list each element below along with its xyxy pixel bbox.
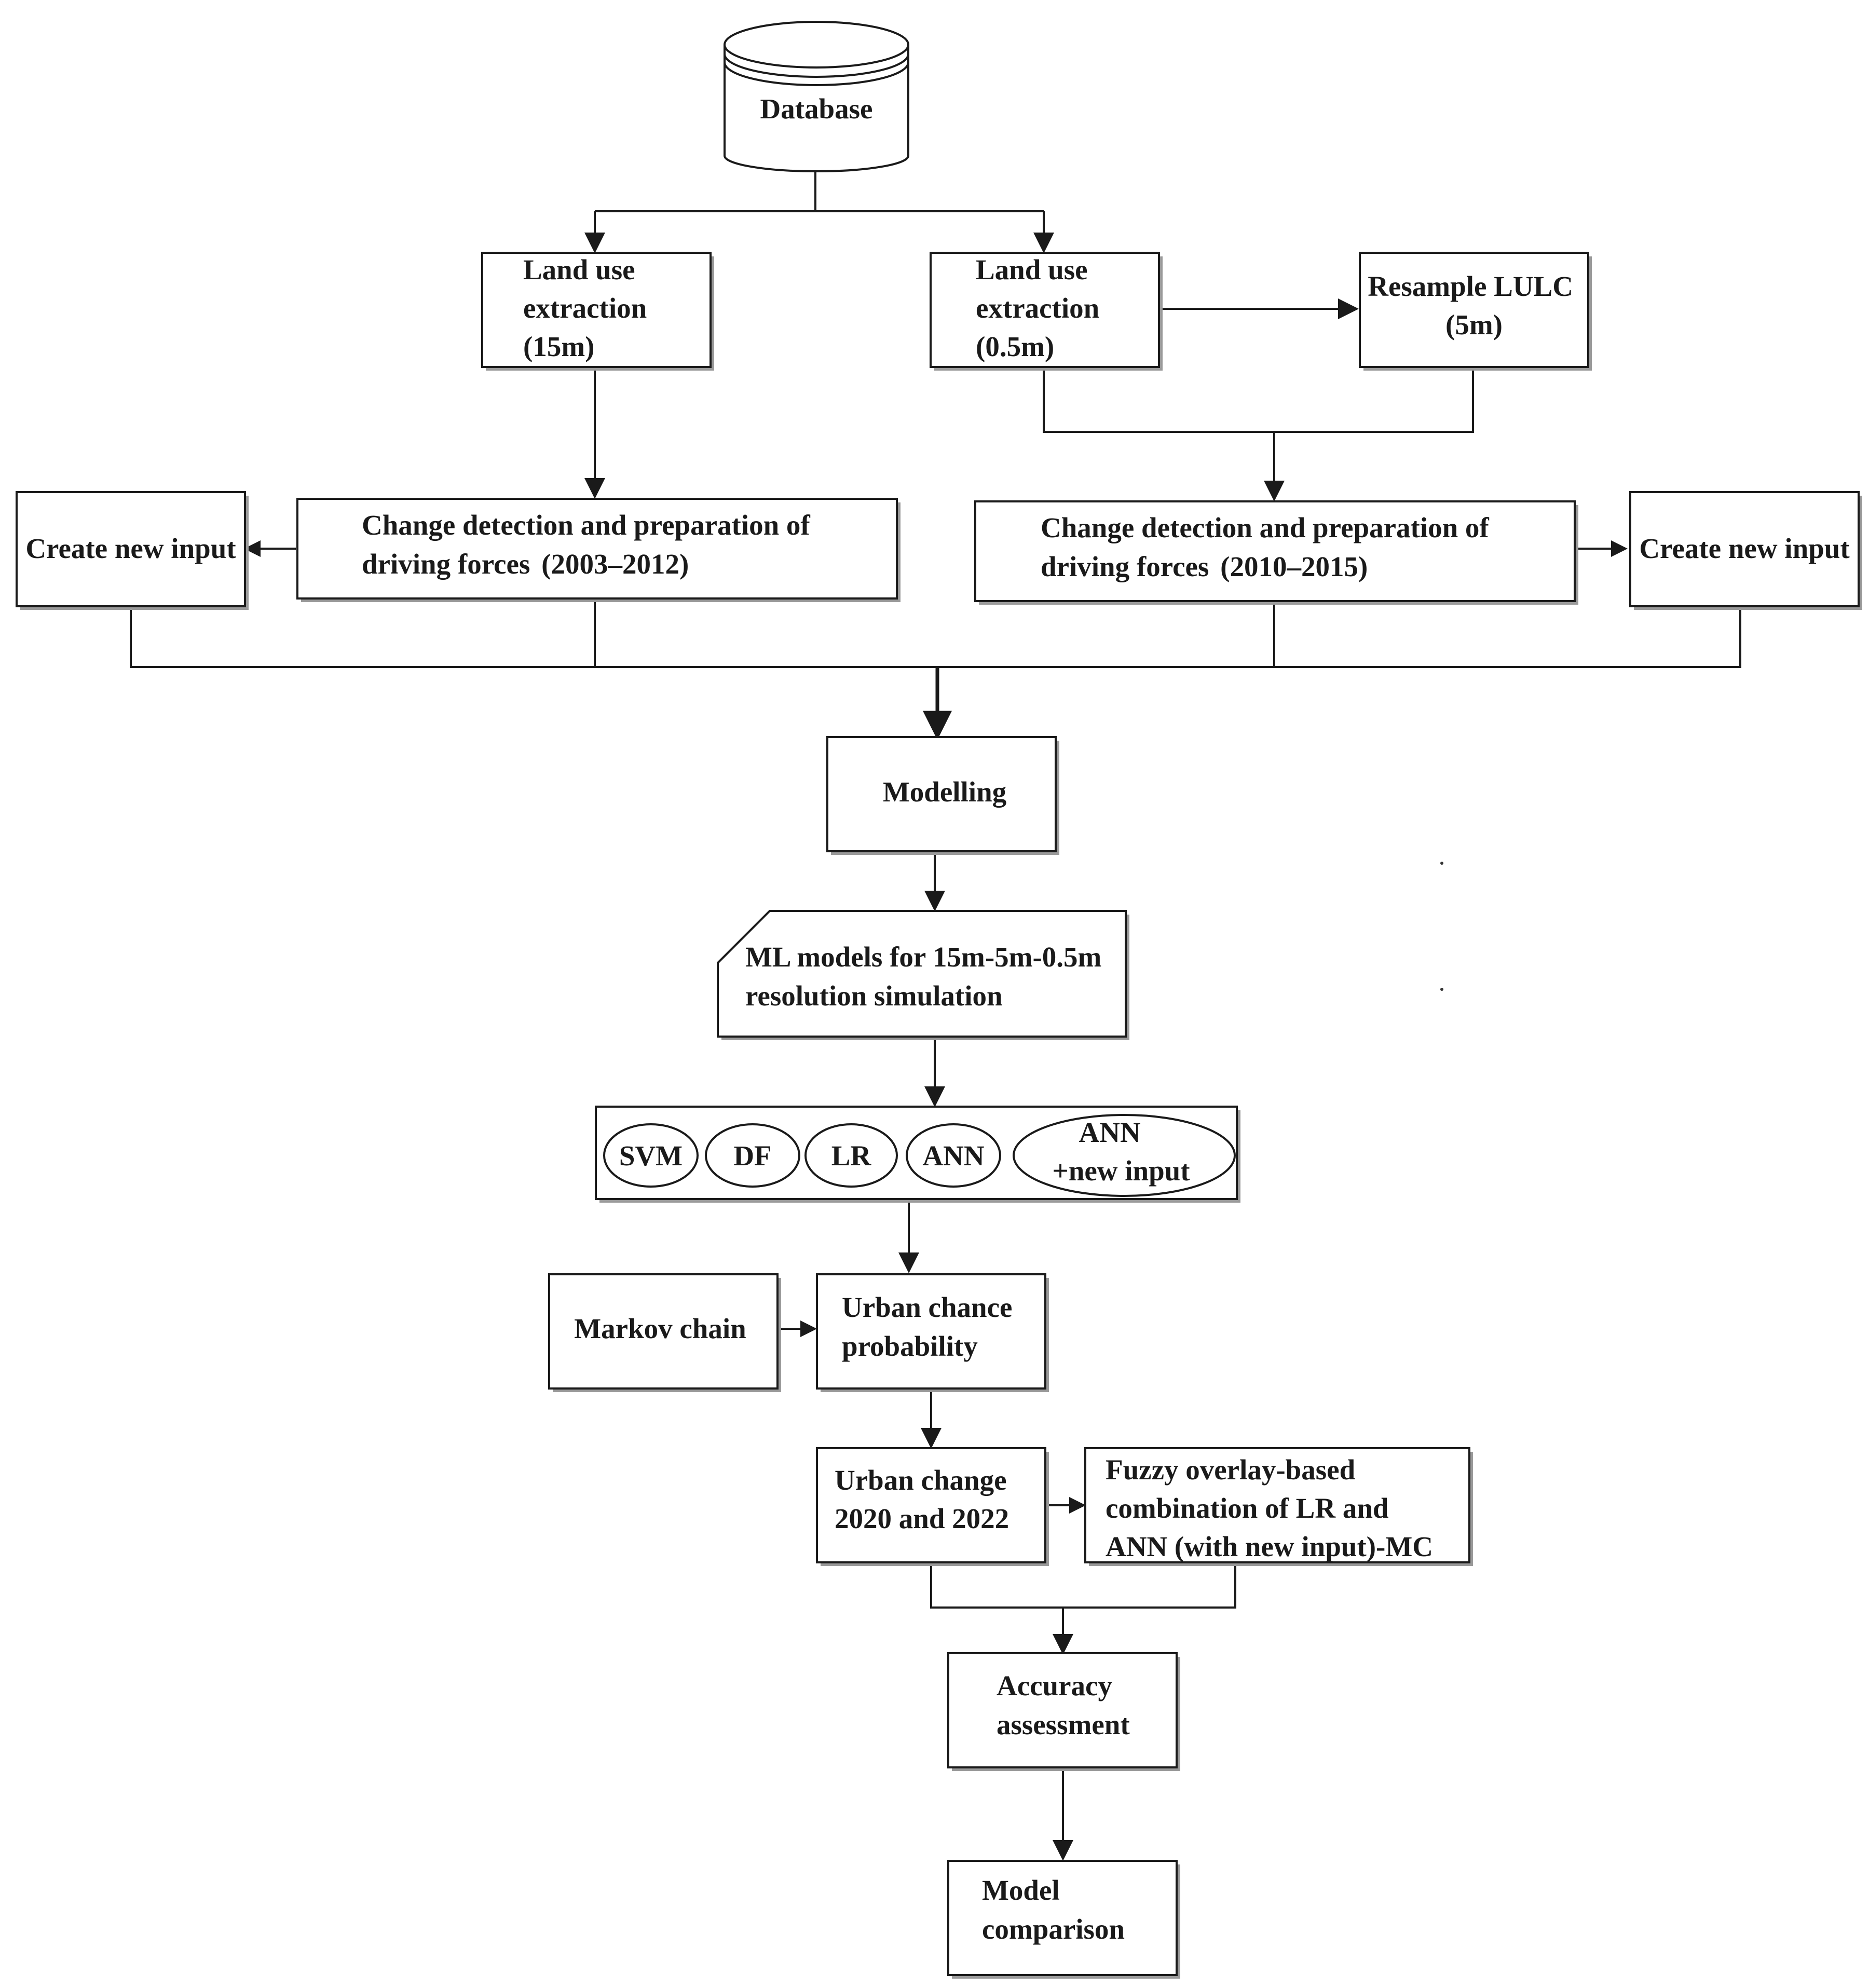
markov-label: Markov chain: [574, 1313, 746, 1344]
svg-text:Change detection and preparati: Change detection and preparation of driv…: [362, 509, 817, 580]
svm-label: SVM: [619, 1140, 683, 1172]
modelling-node: Modelling: [826, 736, 1059, 855]
comparison-line-2: comparison: [982, 1913, 1125, 1945]
urban-change-line-2: 2020 and 2022: [835, 1503, 1009, 1534]
fuzzy-node: Fuzzy overlay-based combination of LR an…: [1084, 1447, 1473, 1566]
connectors: [130, 169, 1741, 1861]
urban-prob-node: Urban chance probability: [816, 1273, 1049, 1392]
landuse-15m-line-1: Land use: [523, 254, 635, 285]
accuracy-node: Accuracy assessment: [947, 1652, 1180, 1771]
svg-text:Change detection and preparati: Change detection and preparation of driv…: [1041, 512, 1496, 582]
landuse-05m-line-2: extraction: [976, 292, 1099, 324]
modelling-label: Modelling: [883, 776, 1006, 808]
markov-node: Markov chain: [548, 1273, 781, 1392]
ml-models-node: ML models for 15m-5m-0.5m resolution sim…: [717, 910, 1129, 1040]
create-input-left-label: Create new input: [25, 533, 236, 564]
fuzzy-line-2: combination of LR and: [1106, 1492, 1389, 1524]
bottom-merge-connector: [130, 598, 1741, 668]
svg-text:Model comparison: Model comparison: [982, 1874, 1125, 1945]
stray-dot: [1440, 862, 1443, 865]
comparison-node: Model comparison: [947, 1860, 1180, 1979]
comparison-line-1: Model: [982, 1874, 1060, 1906]
change-left-line-2: driving forces: [362, 548, 530, 580]
ann-label: ANN: [922, 1140, 984, 1172]
landuse-15m-node: Land use extraction (15m): [481, 252, 714, 371]
database-node: Database: [724, 21, 909, 172]
stray-dot: [1440, 988, 1443, 991]
svg-text:ML models for 15m-5m-0.5m: ML models for 15m-5m-0.5m resolution sim…: [745, 941, 1109, 1012]
change-right-node: Change detection and preparation of driv…: [974, 500, 1578, 605]
landuse-05m-line-3: (0.5m): [976, 331, 1054, 362]
urban-change-node: Urban change 2020 and 2022: [816, 1447, 1049, 1566]
merge-right-connector: [1043, 367, 1474, 433]
ml-models-line-2: resolution simulation: [745, 980, 1003, 1012]
change-right-line-1: Change detection and preparation of: [1041, 512, 1489, 543]
fuzzy-line-1: Fuzzy overlay-based: [1106, 1454, 1355, 1486]
svg-text:Resample LULC (5m): Resample LULC (5m): [1368, 270, 1580, 341]
urban-change-line-1: Urban change: [835, 1464, 1007, 1496]
change-right-line-2: driving forces: [1041, 551, 1209, 582]
resample-line-2: (5m): [1445, 309, 1503, 341]
fuzzy-line-3: ANN (with new input)-MC: [1106, 1531, 1433, 1562]
change-left-line-1: Change detection and preparation of: [362, 509, 810, 541]
ann-new-input-model: ANN +new input: [1013, 1114, 1236, 1197]
svg-text:Land use extraction: Land use extraction (15m): [523, 254, 654, 362]
accuracy-line-1: Accuracy: [997, 1670, 1112, 1701]
ann-new-line-1: ANN: [1079, 1116, 1141, 1148]
svg-text:Fuzzy overlay-based comb: Fuzzy overlay-based combination of LR an…: [1106, 1454, 1433, 1562]
resample-line-1: Resample LULC: [1368, 270, 1573, 302]
svg-text:Urban change 2020 and 20: Urban change 2020 and 2022: [835, 1464, 1014, 1534]
svg-text:Land use extraction: Land use extraction (0.5m): [976, 254, 1107, 362]
ann-model: ANN: [906, 1123, 1001, 1188]
svg-text:Accuracy assessment: Accuracy assessment: [997, 1670, 1130, 1740]
landuse-15m-line-3: (15m): [523, 331, 594, 362]
change-left-years: (2003–2012): [541, 548, 689, 580]
accuracy-line-2: assessment: [997, 1709, 1130, 1740]
model-set-node: SVM DF LR ANN ANN +new input: [595, 1106, 1240, 1203]
landuse-05m-node: Land use extraction (0.5m): [930, 252, 1163, 371]
ann-new-line-2: +new input: [1052, 1155, 1190, 1187]
landuse-05m-line-1: Land use: [976, 254, 1088, 285]
df-label: DF: [733, 1140, 771, 1172]
lr-label: LR: [831, 1140, 872, 1172]
create-input-right-label: Create new input: [1639, 533, 1850, 564]
urban-prob-line-1: Urban chance: [842, 1291, 1012, 1323]
create-input-right-node: Create new input: [1629, 491, 1862, 610]
svg-text:Urban chance probability: Urban chance probability: [842, 1291, 1019, 1362]
merge-accuracy-connector: [930, 1562, 1236, 1609]
ml-models-line-1: ML models for 15m-5m-0.5m: [745, 941, 1101, 973]
change-left-node: Change detection and preparation of driv…: [296, 498, 901, 602]
landuse-15m-line-2: extraction: [523, 292, 647, 324]
df-model: DF: [705, 1123, 800, 1188]
resample-node: Resample LULC (5m): [1359, 252, 1592, 371]
urban-prob-line-2: probability: [842, 1330, 978, 1362]
change-right-years: (2010–2015): [1220, 551, 1368, 582]
svm-model: SVM: [603, 1123, 699, 1188]
lr-model: LR: [804, 1123, 898, 1188]
svg-text:ANN +new input: ANN +new input: [1052, 1116, 1190, 1187]
create-input-left-node: Create new input: [16, 491, 249, 610]
database-label: Database: [760, 93, 873, 125]
